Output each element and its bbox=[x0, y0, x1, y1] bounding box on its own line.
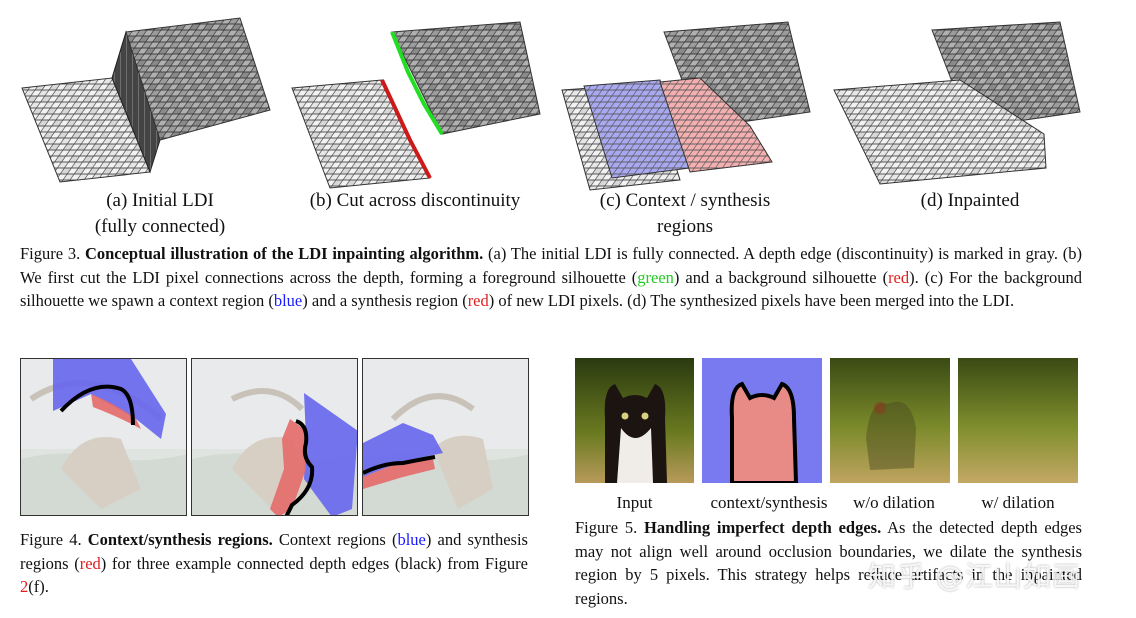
fig5-caption-title: Handling imperfect depth edges. bbox=[644, 518, 882, 537]
fig3-caption-red: red bbox=[888, 267, 910, 287]
fig5-panel-with-dilation bbox=[958, 358, 1078, 483]
fig3-caption-prefix: Figure 3. bbox=[20, 244, 85, 263]
fig3-caption: Figure 3. Conceptual illustration of the… bbox=[20, 242, 1082, 313]
fig5-caption: Figure 5. Handling imperfect depth edges… bbox=[575, 516, 1082, 610]
fig3-caption-title: Conceptual illustration of the LDI inpai… bbox=[84, 244, 484, 263]
fig5-caption-prefix: Figure 5. bbox=[575, 518, 645, 537]
fig4-caption-title: Context/synthesis regions. bbox=[87, 530, 273, 549]
fig3d-label-line1: (d) Inpainted bbox=[920, 190, 1020, 211]
fig4-panel-2 bbox=[191, 358, 358, 516]
fig5-context-image bbox=[702, 358, 822, 483]
fig3a-label-line1: (a) Initial LDI bbox=[106, 190, 214, 211]
fig4-panel-1 bbox=[20, 358, 187, 516]
fig4-panel-3-image bbox=[363, 359, 528, 515]
fig3-illustrations bbox=[21, 17, 1081, 191]
fig3c-label-line1: (c) Context / synthesis bbox=[599, 190, 771, 211]
fig5-without-dilation-image bbox=[830, 358, 950, 483]
fig4-panel-1-image bbox=[21, 359, 186, 515]
fig3a-label: (a) Initial LDI (fully connected) bbox=[60, 188, 260, 240]
fig4-panel-3 bbox=[362, 358, 529, 516]
fig3-caption-blue: blue bbox=[273, 291, 303, 310]
fig3d-mesh bbox=[833, 21, 1081, 185]
fig4-caption: Figure 4. Context/synthesis regions. Con… bbox=[20, 528, 528, 599]
fig3-caption-green: green bbox=[637, 267, 674, 287]
fig4-caption-text: Context regions ( bbox=[272, 530, 398, 549]
fig5-panel-input bbox=[575, 358, 694, 483]
fig5-label-without-dilation: w/o dilation bbox=[853, 493, 935, 512]
watermark-text: 知乎 @江山如画 bbox=[868, 560, 1081, 593]
fig3d-label: (d) Inpainted bbox=[880, 188, 1060, 214]
fig5-with-dilation-image bbox=[958, 358, 1078, 483]
fig3a-label-line2: (fully connected) bbox=[94, 216, 226, 237]
fig3-caption-red: red bbox=[467, 291, 489, 310]
fig4-caption-text: ) and synthesis regions ( bbox=[20, 530, 528, 573]
fig3-caption-text: ) and a background silhouette ( bbox=[673, 267, 889, 287]
fig5-label-context: context/synthesis bbox=[710, 493, 828, 512]
fig3a-mesh bbox=[21, 17, 271, 183]
fig4-panel-2-image bbox=[192, 359, 357, 515]
fig3-caption-text: ) of new LDI pixels. (d) The synthesized… bbox=[488, 291, 1015, 310]
fig4-caption-blue: blue bbox=[397, 530, 426, 549]
fig4-caption-prefix: Figure 4. bbox=[20, 530, 88, 549]
fig4-caption-red: red bbox=[79, 553, 101, 573]
fig3b-mesh bbox=[291, 21, 541, 189]
fig5-panel-context bbox=[702, 358, 822, 483]
fig5-input-image bbox=[575, 358, 694, 483]
fig4-caption-text: ) for three example connected depth edge… bbox=[100, 553, 528, 573]
fig3c-mesh bbox=[561, 21, 811, 191]
fig3c-label-line2: regions bbox=[657, 216, 713, 237]
fig3b-label: (b) Cut across discontinuity bbox=[290, 188, 540, 214]
fig4-caption-figure-ref[interactable]: 2 bbox=[20, 577, 29, 596]
fig3-caption-text: (a) The initial LDI is fully connected. … bbox=[20, 244, 1082, 287]
fig5-caption-text: As the detected depth edges may not alig… bbox=[575, 518, 1082, 608]
fig4-caption-text: (f). bbox=[28, 577, 49, 596]
fig5-label-with-dilation: w/ dilation bbox=[981, 493, 1055, 512]
fig3b-label-line1: (b) Cut across discontinuity bbox=[309, 190, 521, 211]
fig5-label-input: Input bbox=[616, 493, 653, 512]
fig3c-label: (c) Context / synthesis regions bbox=[580, 188, 790, 240]
fig3-caption-text: ). (c) For the background silhouette we … bbox=[20, 267, 1083, 311]
fig3-caption-text: ) and a synthesis region ( bbox=[302, 291, 468, 310]
fig5-panel-without-dilation bbox=[830, 358, 950, 483]
